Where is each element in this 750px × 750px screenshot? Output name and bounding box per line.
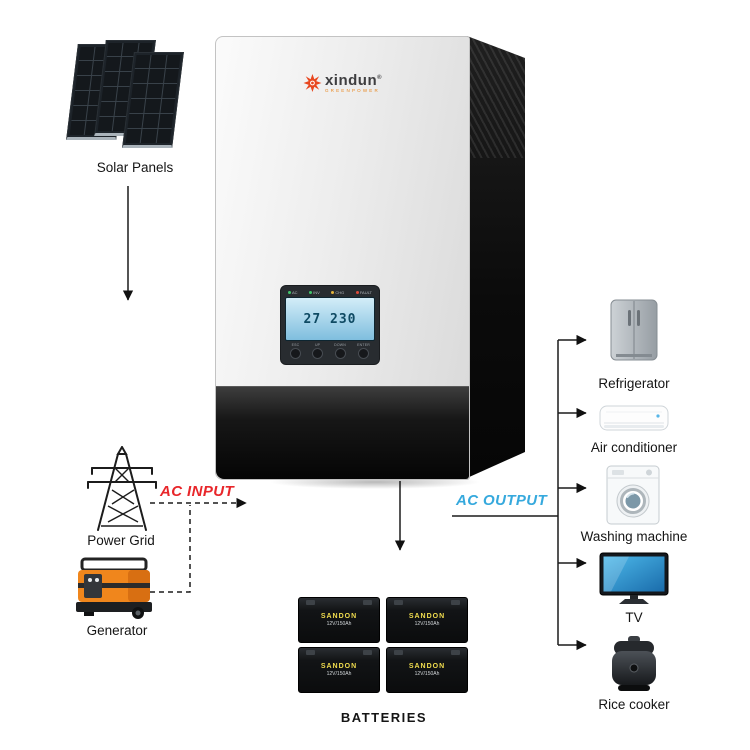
rice-cooker-label: Rice cooker [598, 697, 670, 712]
battery-brand: SANDON [320, 612, 358, 620]
battery-terminal [306, 600, 315, 605]
battery-spec: 12V/150Ah [326, 621, 352, 628]
battery: SANDON 12V/150Ah [298, 597, 380, 643]
button-icon [312, 348, 324, 359]
brand-logo: xindun® GREENPOWER [302, 73, 382, 94]
refrigerator-label: Refrigerator [598, 376, 670, 391]
control-panel: AC INV CHG FAULT 27 230 ESC UP DOWN ENTE… [280, 285, 380, 365]
battery-terminal [451, 650, 460, 655]
inverter: xindun® GREENPOWER AC INV CHG FAULT 27 2… [215, 28, 527, 490]
led-icon [355, 291, 359, 294]
button-icon [290, 348, 301, 359]
registered-mark: ® [377, 75, 383, 81]
inverter-front-panel: xindun® GREENPOWER AC INV CHG FAULT 27 2… [215, 36, 470, 480]
button-label: ESC [291, 343, 300, 347]
solar-panels-label: Solar Panels [96, 160, 174, 175]
battery-brand: SANDON [408, 612, 446, 620]
led-label: AC [292, 290, 298, 295]
inverter-side-panel [467, 36, 525, 478]
battery-terminal [363, 600, 372, 605]
enter-button[interactable]: ENTER [357, 343, 370, 359]
up-button[interactable]: UP [312, 343, 324, 359]
tv-icon [599, 552, 669, 604]
batteries-group: SANDON 12V/150Ah SANDON 12V/150Ah SANDON… [298, 597, 470, 697]
panel-buttons: ESC UP DOWN ENTER [285, 343, 375, 360]
led-indicator: AC [288, 290, 298, 295]
battery-terminal [451, 600, 460, 605]
led-icon [331, 291, 335, 294]
battery-spec: 12V/150Ah [414, 671, 440, 678]
button-icon [358, 348, 370, 359]
battery: SANDON 12V/150Ah [386, 597, 468, 643]
brand-star-icon [302, 74, 321, 93]
washing-machine-label: Washing machine [580, 529, 688, 544]
led-icon [309, 291, 313, 294]
led-icon [288, 291, 291, 294]
button-label: DOWN [334, 343, 347, 347]
led-label: CHG [335, 290, 345, 295]
battery-terminal [394, 650, 403, 655]
down-button[interactable]: DOWN [334, 343, 346, 359]
solar-panel [122, 52, 184, 148]
tv-label: TV [625, 610, 643, 625]
battery-spec: 12V/150Ah [326, 671, 352, 678]
solar-panels-icon [66, 40, 200, 162]
led-indicator: CHG [331, 290, 344, 295]
battery-terminal [363, 650, 372, 655]
battery-terminal [394, 600, 403, 605]
refrigerator-icon [610, 299, 658, 361]
ac-output-label: AC OUTPUT [456, 492, 548, 509]
brand-subtitle: GREENPOWER [324, 88, 380, 93]
brand-name: xindun® [325, 73, 382, 88]
rice-cooker-icon [612, 636, 656, 691]
led-indicators: AC INV CHG FAULT [285, 290, 375, 295]
generator-label: Generator [86, 623, 148, 638]
power-grid-icon [87, 446, 157, 531]
battery-brand: SANDON [408, 662, 446, 670]
lcd-value: 27 230 [303, 311, 357, 327]
vent-grille [467, 38, 525, 158]
battery: SANDON 12V/150Ah [386, 647, 468, 693]
ac-input-label: AC INPUT [160, 483, 235, 500]
button-label: UP [314, 343, 321, 347]
battery-spec: 12V/150Ah [414, 621, 440, 628]
air-conditioner-icon [599, 405, 669, 431]
brand-text: xindun® GREENPOWER [325, 73, 382, 94]
battery-brand: SANDON [320, 662, 358, 670]
battery-terminal [306, 650, 315, 655]
battery: SANDON 12V/150Ah [298, 647, 380, 693]
led-label: FAULT [359, 290, 372, 295]
led-label: INV [313, 290, 320, 295]
esc-button[interactable]: ESC [290, 343, 301, 359]
batteries-label: BATTERIES [340, 710, 428, 725]
generator-line [150, 505, 191, 593]
button-icon [334, 348, 346, 359]
power-grid-label: Power Grid [87, 533, 155, 548]
button-label: ENTER [357, 343, 370, 347]
brand-word: xindun [324, 72, 378, 89]
led-indicator: FAULT [355, 290, 372, 295]
led-indicator: INV [309, 290, 320, 295]
generator-icon [76, 557, 152, 619]
washing-machine-icon [606, 465, 660, 525]
lcd-screen: 27 230 [285, 297, 375, 341]
air-conditioner-label: Air conditioner [590, 440, 678, 455]
inverter-lower-grille [216, 386, 469, 479]
